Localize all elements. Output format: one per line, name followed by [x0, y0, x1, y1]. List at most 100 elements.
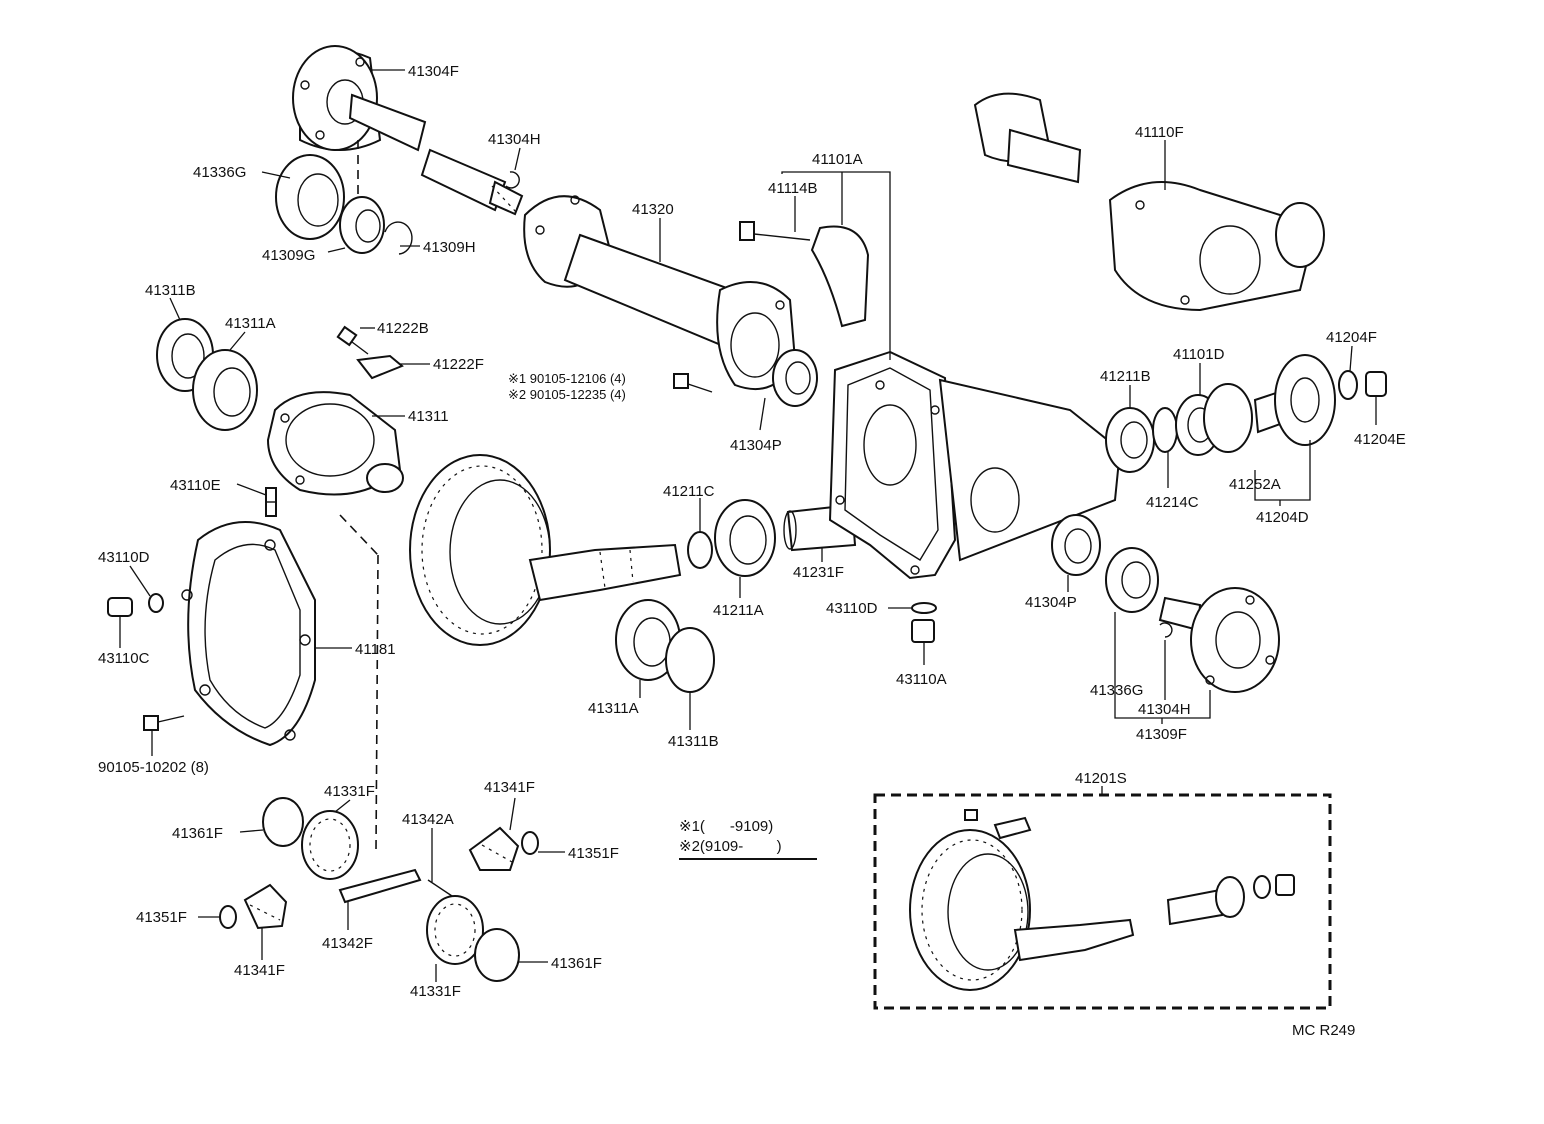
bearing-41336G-top-drawing	[275, 154, 345, 240]
bearing-cap-41101A-drawing	[810, 225, 870, 328]
label-41342F: 41342F	[322, 935, 373, 952]
label-41231F: 41231F	[793, 564, 844, 581]
spacer-41214C-drawing	[1152, 407, 1178, 453]
washer-43110D-mid-drawing	[911, 602, 937, 614]
label-41201S: 41201S	[1075, 770, 1127, 787]
bearing-41336G-bottom-drawing	[1105, 547, 1159, 613]
ref-90105-12235: ※2 90105-12235 (4)	[508, 387, 626, 402]
thrust-washer-41361F-right-drawing	[474, 928, 520, 982]
note-line-1: ※1( -9109)	[679, 818, 773, 835]
label-41341F-top: 41341F	[484, 779, 535, 796]
bolt-90105-12106-drawing	[673, 373, 713, 393]
label-41101A: 41101A	[812, 151, 863, 168]
label-41320: 41320	[632, 201, 674, 218]
axle-shaft-flange-drawing	[292, 45, 524, 216]
label-41252A: 41252A	[1229, 476, 1281, 493]
bolt-41114B-drawing	[739, 221, 811, 241]
label-43110C: 43110C	[98, 650, 150, 667]
label-41304H-top: 41304H	[488, 131, 541, 148]
label-41204F: 41204F	[1326, 329, 1377, 346]
label-41361F-right: 41361F	[551, 955, 602, 972]
label-41311A-bottom: 41311A	[588, 700, 639, 717]
side-gear-41331F-top-drawing	[301, 810, 359, 880]
label-41211C: 41211C	[663, 483, 715, 500]
label-43110D-left: 43110D	[98, 549, 150, 566]
label-41309H: 41309H	[423, 239, 476, 256]
label-41351F-right: 41351F	[568, 845, 619, 862]
label-41214C: 41214C	[1146, 494, 1199, 511]
label-41342A: 41342A	[402, 811, 454, 828]
label-41181: 41181	[355, 641, 396, 658]
washer-41351F-left-drawing	[219, 905, 237, 929]
label-41336G-top: 41336G	[193, 164, 246, 181]
washer-43110D-left-drawing	[148, 593, 164, 613]
washer-41351F-right-drawing	[521, 831, 539, 855]
label-41331F-bottom: 41331F	[410, 983, 461, 1000]
thrust-washer-41361F-left-drawing	[262, 797, 304, 847]
plug-43110C-drawing	[107, 597, 133, 617]
pin-41342A-drawing	[427, 879, 453, 897]
label-43110E: 43110E	[170, 477, 221, 494]
diagram-code: MC R249	[1292, 1022, 1355, 1039]
label-41304F-top: 41304F	[408, 63, 459, 80]
bearing-41211B-drawing	[1105, 407, 1155, 473]
plug-43110A-drawing	[911, 619, 935, 643]
oil-seal-41304P-top-drawing	[772, 349, 818, 407]
kit-contents-drawing	[909, 809, 1295, 991]
label-41311B-bottom: 41311B	[668, 733, 719, 750]
part-labels: 41304F 41304H 41336G 41309G 41309H 41311…	[98, 63, 1406, 1039]
companion-flange-41252A-drawing	[1253, 354, 1336, 446]
pinion-gear-41341F-bottom-drawing	[243, 883, 288, 930]
pinion-gear-41341F-top-drawing	[468, 826, 520, 871]
bearing-41309G-drawing	[339, 196, 385, 254]
race-41311B-bottom-drawing	[665, 627, 715, 693]
label-41311: 41311	[408, 408, 449, 425]
label-41341F-bottom: 41341F	[234, 962, 285, 979]
spacer-41211C-drawing	[687, 531, 713, 569]
label-43110A: 43110A	[896, 671, 947, 688]
label-41222B: 41222B	[377, 320, 429, 337]
snap-ring-41304H-top-drawing	[505, 171, 520, 189]
bolt-90105-10202-drawing	[143, 715, 185, 731]
bearing-41211A-drawing	[714, 499, 776, 577]
label-41204D: 41204D	[1256, 509, 1309, 526]
label-41311A-top: 41311A	[225, 315, 276, 332]
breather-43110E-drawing	[265, 487, 277, 517]
label-41304H-bottom: 41304H	[1138, 701, 1191, 718]
label-41211B: 41211B	[1100, 368, 1151, 385]
label-41309G: 41309G	[262, 247, 315, 264]
axle-flange-bottom-drawing	[1158, 587, 1280, 693]
cover-41181-drawing	[181, 521, 316, 747]
leader-lines	[119, 69, 1377, 982]
label-41114B: 41114B	[768, 180, 818, 197]
label-41110F: 41110F	[1135, 124, 1184, 141]
label-41361F-left: 41361F	[172, 825, 223, 842]
axle-tube-41320-drawing	[523, 195, 797, 390]
label-90105-10202: 90105-10202 (8)	[98, 759, 209, 776]
snap-ring-41309H-drawing	[384, 221, 413, 255]
differential-case-41311-drawing	[266, 391, 404, 496]
label-41351F-left: 41351F	[136, 909, 187, 926]
bearing-41311A-top-drawing	[192, 349, 258, 431]
pinion-shaft-41342F-drawing	[338, 868, 422, 904]
ref-90105-12106: ※1 90105-12106 (4)	[508, 371, 626, 386]
note-line-2: ※2(9109- )	[679, 838, 782, 855]
label-41309F: 41309F	[1136, 726, 1187, 743]
label-41211A: 41211A	[713, 602, 764, 619]
washer-41204F-drawing	[1338, 370, 1358, 400]
label-41222F: 41222F	[433, 356, 484, 373]
snap-ring-41304H-bottom-drawing	[1159, 622, 1173, 638]
assembled-carrier-41110F-drawing	[973, 92, 1325, 312]
label-41101D: 41101D	[1173, 346, 1225, 363]
side-gear-41331F-bottom-drawing	[426, 895, 484, 965]
oil-seal-drawing	[1203, 383, 1253, 453]
label-41311B-top: 41311B	[145, 282, 196, 299]
label-41304P-bottom: 41304P	[1025, 594, 1077, 611]
oil-seal-41304P-bottom-drawing	[1051, 514, 1101, 576]
label-41204E: 41204E	[1354, 431, 1406, 448]
label-41336G-bottom: 41336G	[1090, 682, 1143, 699]
ring-gear-pinion-drawing	[409, 454, 682, 646]
bolt-41222B-drawing	[336, 325, 369, 355]
nut-41204E-drawing	[1365, 371, 1387, 397]
